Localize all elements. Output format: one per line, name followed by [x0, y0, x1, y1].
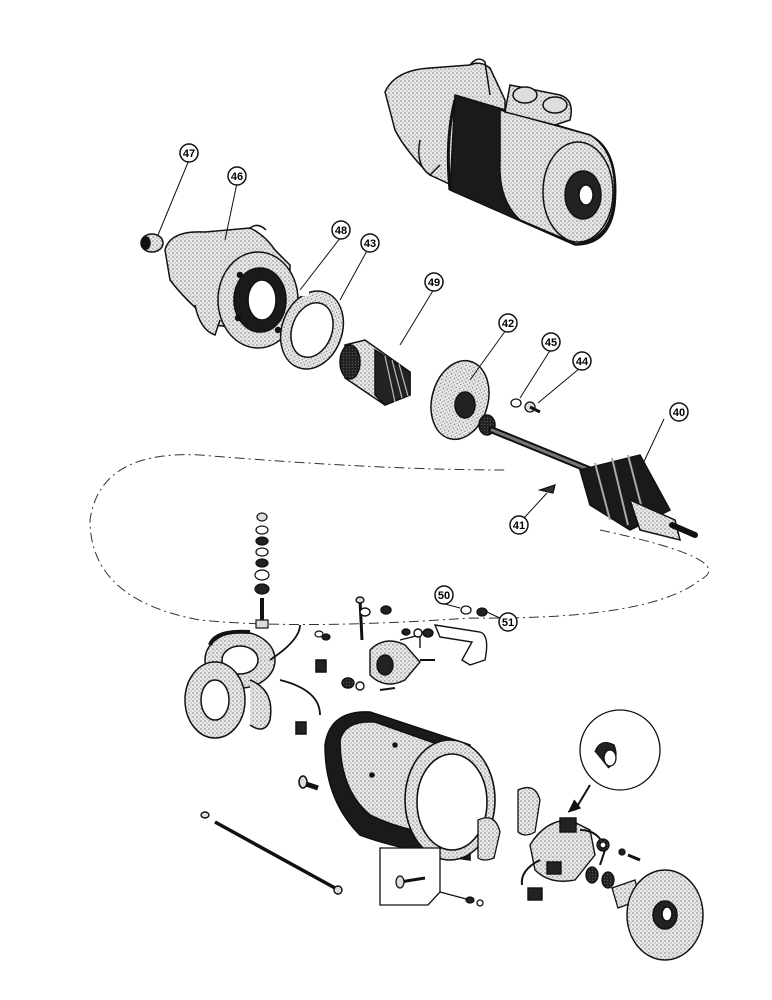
- svg-text:41: 41: [513, 520, 525, 532]
- callout-42: 42: [498, 313, 518, 333]
- svg-text:50: 50: [438, 590, 450, 602]
- solenoid-switch: [341, 596, 435, 691]
- commutator-end-plate: [626, 869, 704, 961]
- svg-text:47: 47: [183, 148, 195, 160]
- callout-48: 48: [331, 220, 351, 240]
- svg-text:44: 44: [576, 356, 589, 368]
- svg-text:43: 43: [364, 238, 376, 250]
- callout-40: 40: [669, 402, 689, 422]
- terminal-bracket: [401, 624, 488, 666]
- svg-text:48: 48: [335, 225, 347, 237]
- through-bolt: [200, 811, 343, 895]
- nut-50: [460, 605, 472, 615]
- starter-frame: [298, 711, 496, 861]
- callout-47: 47: [179, 143, 199, 163]
- explosion-guide-line: [89, 454, 710, 626]
- armature-40: [488, 426, 698, 542]
- washer-45: [510, 398, 522, 408]
- callout-45: 45: [541, 332, 561, 352]
- callout-46: 46: [227, 166, 247, 186]
- callout-50: 50: [434, 585, 454, 605]
- callout-44: 44: [572, 351, 592, 371]
- detail-inset: [379, 847, 484, 907]
- key-41: [537, 484, 556, 494]
- svg-text:51: 51: [502, 617, 514, 629]
- washer-51: [476, 607, 488, 617]
- screw-44: [524, 401, 541, 414]
- bushing-47: [140, 233, 164, 253]
- svg-text:42: 42: [502, 318, 514, 330]
- callout-49: 49: [424, 272, 444, 292]
- callout-leaders: [157, 159, 665, 621]
- svg-text:46: 46: [231, 171, 243, 183]
- assembled-starter: [384, 58, 617, 246]
- svg-text:49: 49: [428, 277, 440, 289]
- insulator-strips: [477, 786, 541, 861]
- field-coils: [184, 624, 327, 739]
- callout-43: 43: [360, 233, 380, 253]
- drive-housing: [164, 224, 299, 349]
- svg-text:45: 45: [545, 337, 557, 349]
- brush-holder-assembly: [520, 817, 607, 901]
- drive-assembly-49: [339, 339, 411, 406]
- callout-51: 51: [498, 612, 518, 632]
- terminal-stud-stack: [254, 512, 270, 629]
- detail-circle: [567, 709, 661, 813]
- gasket-43: [279, 290, 345, 370]
- svg-text:40: 40: [673, 407, 685, 419]
- small-hardware-left: [314, 630, 331, 641]
- intermediate-plate-42: [430, 359, 496, 441]
- callout-41: 41: [509, 515, 529, 535]
